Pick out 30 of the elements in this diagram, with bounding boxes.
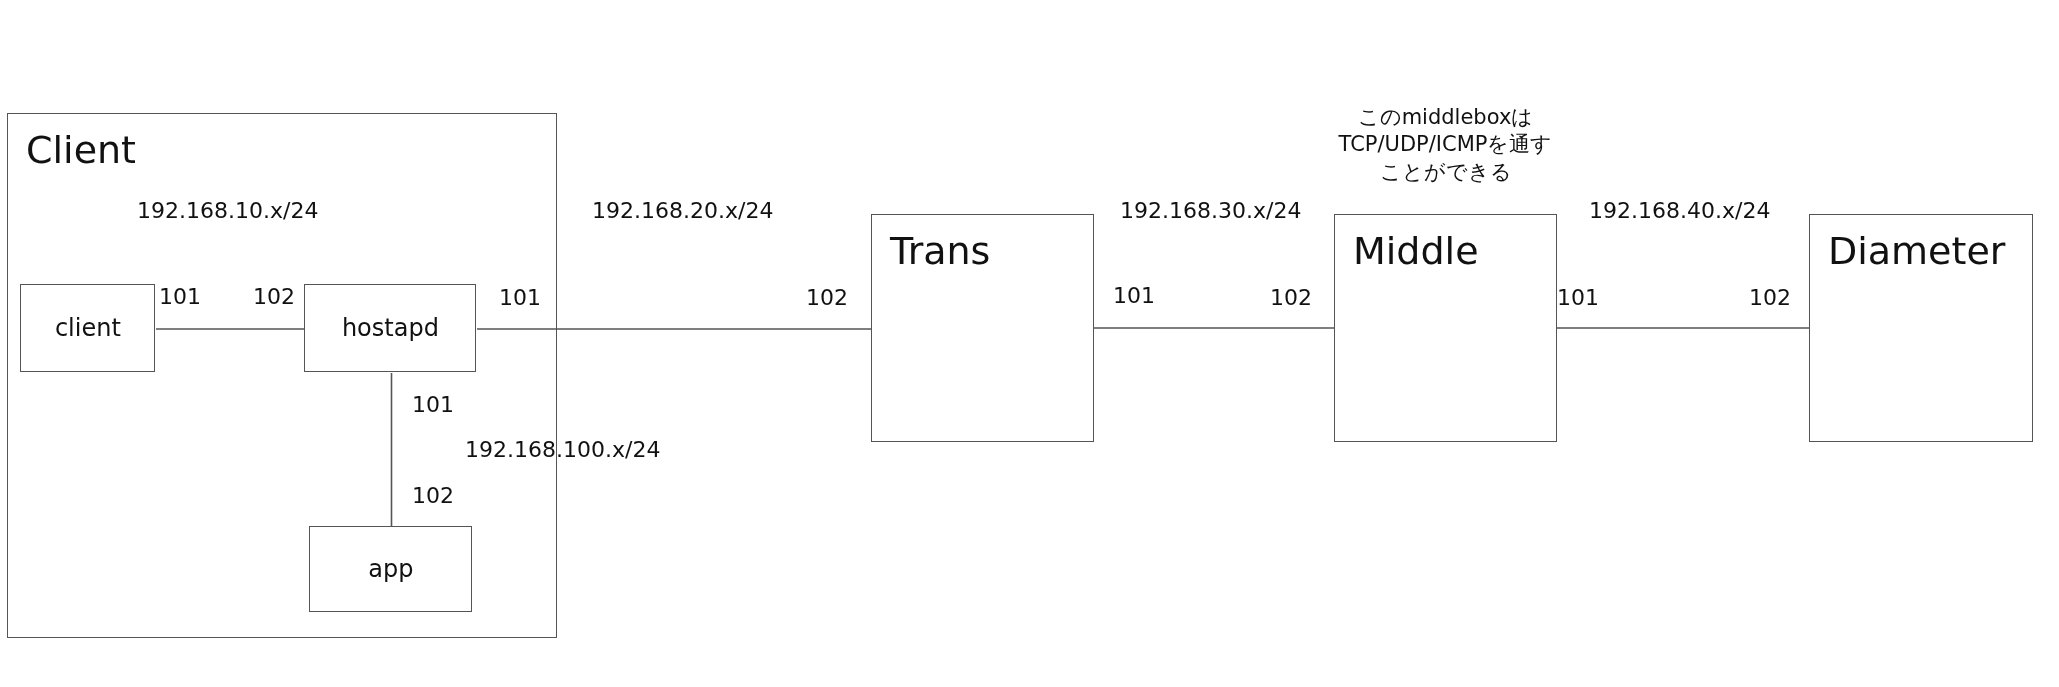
port-number: 101: [1113, 282, 1155, 308]
port-number: 101: [499, 284, 541, 310]
box-title: Diameter: [1828, 229, 2006, 273]
port-number: 101: [412, 391, 454, 417]
process-box: hostapd: [304, 284, 477, 373]
port-number: 102: [1270, 284, 1312, 310]
process-box: app: [309, 526, 473, 613]
port-number: 101: [159, 283, 201, 309]
port-number: 102: [253, 283, 295, 309]
box-title: Middle: [1353, 229, 1479, 273]
box-title: Trans: [890, 229, 991, 273]
note: このmiddleboxはTCP/UDP/ICMPを通すことができる: [1337, 104, 1554, 186]
network-address: 192.168.30.x/24: [1120, 197, 1302, 223]
port-number: 101: [1557, 284, 1599, 310]
port-number: 102: [806, 284, 848, 310]
network-address: 192.168.20.x/24: [592, 197, 774, 223]
network-box: [871, 214, 1094, 442]
connector-line: [1093, 327, 1335, 329]
network-address: 192.168.10.x/24: [137, 197, 319, 223]
connector-line: [155, 328, 306, 330]
box-title: Client: [26, 128, 136, 172]
network-address: 192.168.40.x/24: [1589, 197, 1771, 223]
connector-line: [390, 372, 393, 528]
network-box: [1334, 214, 1557, 442]
port-number: 102: [412, 482, 454, 508]
network-box: [1809, 214, 2033, 442]
process-box: client: [20, 284, 156, 373]
port-number: 102: [1749, 284, 1791, 310]
connector-line: [476, 328, 872, 330]
connector-line: [1556, 327, 1810, 329]
